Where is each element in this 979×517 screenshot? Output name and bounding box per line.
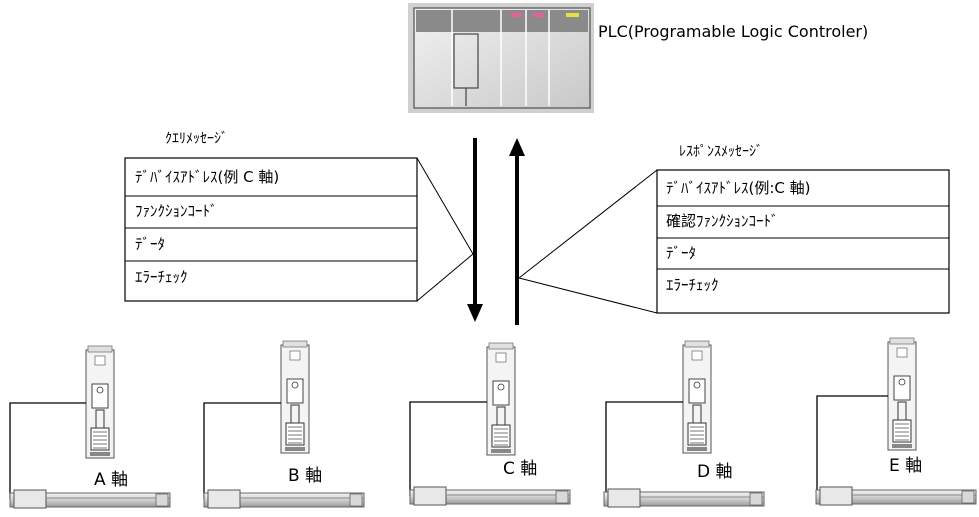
plc-led-2	[533, 13, 544, 17]
response-row-confirm-function-code: 確認ﾌｧﾝｸｼｮﾝｺｰﾄﾞ	[666, 212, 779, 230]
actuator-rail-d	[603, 488, 765, 508]
controller-b	[280, 340, 310, 454]
plc-led-1	[511, 13, 522, 17]
query-row-error-check: ｴﾗｰﾁｪｯｸ	[135, 268, 188, 286]
cable-e	[816, 395, 888, 496]
axis-label-a: A 軸	[94, 470, 129, 490]
plc-unit	[408, 3, 594, 113]
response-message-title: ﾚｽﾎﾟﾝｽﾒｯｾｰｼﾞ	[679, 144, 763, 160]
response-row-error-check: ｴﾗｰﾁｪｯｸ	[666, 276, 719, 294]
query-row-data: ﾃﾞｰﾀ	[135, 235, 166, 253]
axis-unit-d	[603, 340, 765, 508]
controller-c	[486, 342, 516, 456]
controller-e	[887, 337, 917, 451]
actuator-rail-c	[409, 486, 571, 506]
response-row-data: ﾃﾞｰﾀ	[666, 244, 697, 262]
query-message-title: ｸｴﾘﾒｯｾｰｼﾞ	[165, 131, 228, 147]
actuator-rail-b	[203, 489, 365, 509]
query-arrow-down	[467, 138, 483, 322]
response-row-device-address: ﾃﾞﾊﾞｲｽｱﾄﾞﾚｽ(例:C 軸)	[666, 179, 811, 197]
response-arrow-up	[509, 138, 525, 325]
plc-top-bar	[416, 10, 588, 32]
query-row-function-code: ﾌｧﾝｸｼｮﾝｺｰﾄﾞ	[135, 202, 218, 220]
cable-d	[605, 401, 683, 498]
cable-c	[409, 401, 487, 496]
axis-unit-e	[815, 337, 977, 506]
plc-label: PLC(Programable Logic Controler)	[598, 22, 869, 41]
axis-label-d: D 軸	[697, 462, 733, 482]
plc-led-3	[566, 13, 579, 17]
cable-b	[203, 402, 281, 499]
axis-unit-a	[9, 345, 171, 509]
axis-label-e: E 軸	[889, 456, 923, 476]
cable-a	[9, 402, 86, 499]
controller-a	[85, 345, 115, 459]
actuator-rail-e	[815, 486, 977, 506]
axis-label-b: B 軸	[288, 466, 323, 486]
axis-unit-b	[203, 340, 365, 509]
query-row-device-address: ﾃﾞﾊﾞｲｽｱﾄﾞﾚｽ(例 C 軸)	[135, 168, 280, 186]
axis-units	[9, 337, 977, 509]
actuator-rail-a	[9, 489, 171, 509]
response-message-box	[518, 169, 950, 314]
query-message-box	[124, 157, 474, 302]
axis-unit-c	[409, 342, 571, 506]
axis-label-c: C 軸	[503, 459, 538, 479]
controller-d	[682, 340, 712, 454]
